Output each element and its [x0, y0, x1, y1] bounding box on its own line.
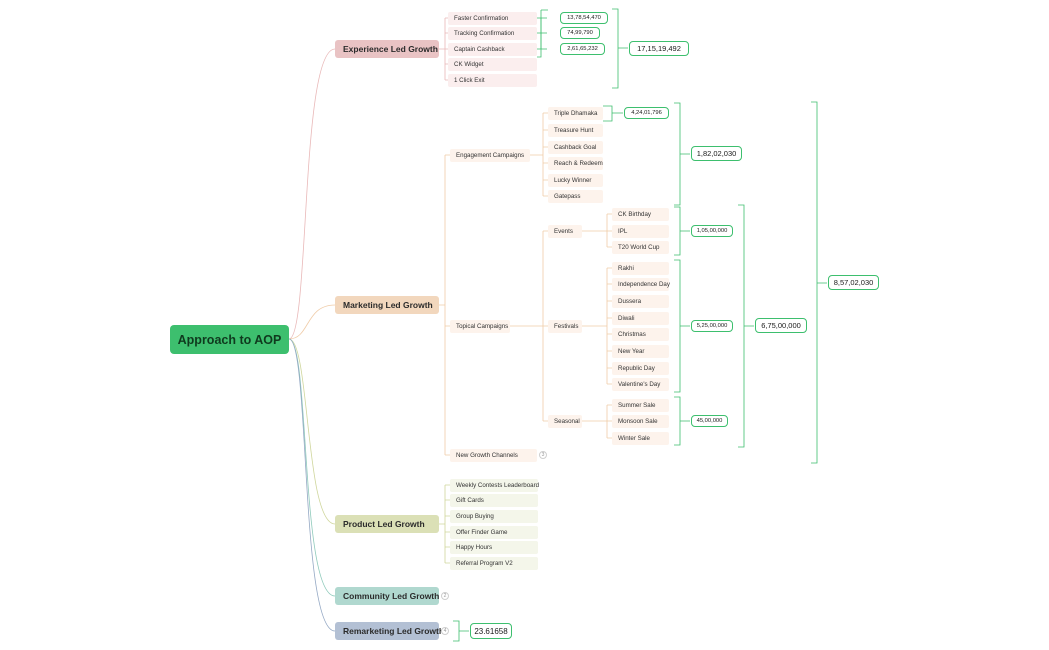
value-tracking-confirmation: 74,99,790 — [560, 27, 600, 39]
value-topical-total: 6,75,00,000 — [755, 318, 807, 333]
leaf-faster-confirmation[interactable]: Faster Confirmation — [448, 12, 537, 25]
leaf-group-buying[interactable]: Group Buying — [450, 510, 538, 523]
node-events[interactable]: Events — [548, 225, 582, 238]
value-festivals: 5,25,00,000 — [691, 320, 733, 332]
value-captain-cashback: 2,61,65,232 — [560, 43, 605, 55]
leaf-dussera[interactable]: Dussera — [612, 295, 669, 308]
leaf-t20-world-cup[interactable]: T20 World Cup — [612, 241, 669, 254]
root-node[interactable]: Approach to AOP — [170, 325, 289, 354]
category-remarketing-led-growth[interactable]: Remarketing Led Growth — [335, 622, 444, 640]
leaf-winter-sale[interactable]: Winter Sale — [612, 432, 669, 445]
leaf-offer-finder-game[interactable]: Offer Finder Game — [450, 526, 538, 539]
leaf-ck-birthday[interactable]: CK Birthday — [612, 208, 669, 221]
leaf-referral-program-v2[interactable]: Referral Program V2 — [450, 557, 538, 570]
category-marketing-led-growth[interactable]: Marketing Led Growth — [335, 296, 439, 314]
category-community-led-growth[interactable]: Community Led Growth — [335, 587, 439, 605]
leaf-weekly-contests-leaderboard[interactable]: Weekly Contests Leaderboard — [450, 479, 539, 492]
leaf-valentines-day[interactable]: Valentine's Day — [612, 378, 669, 391]
category-experience-led-growth[interactable]: Experience Led Growth — [335, 40, 439, 58]
leaf-christmas[interactable]: Christmas — [612, 328, 669, 341]
category-product-led-growth[interactable]: Product Led Growth — [335, 515, 439, 533]
leaf-tracking-confirmation[interactable]: Tracking Confirmation — [448, 27, 537, 40]
value-experience-total: 17,15,19,492 — [629, 41, 689, 56]
value-faster-confirmation: 13,78,54,470 — [560, 12, 608, 24]
node-festivals[interactable]: Festivals — [548, 320, 582, 333]
leaf-republic-day[interactable]: Republic Day — [612, 362, 669, 375]
leaf-treasure-hunt[interactable]: Treasure Hunt — [548, 124, 603, 137]
value-triple-dhamaka: 4,24,01,796 — [624, 107, 669, 119]
collapse-toggle-new-growth[interactable]: 3 — [539, 451, 547, 459]
value-engagement-total: 1,82,02,030 — [691, 146, 742, 161]
value-marketing-grand-total: 8,57,02,030 — [828, 275, 879, 290]
leaf-1-click-exit[interactable]: 1 Click Exit — [448, 74, 537, 87]
leaf-lucky-winner[interactable]: Lucky Winner — [548, 174, 603, 187]
leaf-triple-dhamaka[interactable]: Triple Dhamaka — [548, 107, 603, 120]
leaf-gatepass[interactable]: Gatepass — [548, 190, 603, 203]
leaf-reach-redeem[interactable]: Reach & Redeem — [548, 157, 603, 170]
leaf-gift-cards[interactable]: Gift Cards — [450, 494, 538, 507]
leaf-monsoon-sale[interactable]: Monsoon Sale — [612, 415, 669, 428]
value-seasonal: 45,00,000 — [691, 415, 728, 427]
leaf-summer-sale[interactable]: Summer Sale — [612, 399, 669, 412]
collapse-toggle-community[interactable]: 2 — [441, 592, 449, 600]
node-topical-campaigns[interactable]: Topical Campaigns — [450, 320, 510, 333]
node-seasonal[interactable]: Seasonal — [548, 415, 582, 428]
collapse-toggle-remarketing[interactable]: 4 — [441, 627, 449, 635]
leaf-independence-day[interactable]: Independence Day — [612, 278, 670, 291]
node-new-growth-channels[interactable]: New Growth Channels — [450, 449, 537, 462]
node-engagement-campaigns[interactable]: Engagement Campaigns — [450, 149, 530, 162]
leaf-new-year[interactable]: New Year — [612, 345, 669, 358]
leaf-captain-cashback[interactable]: Captain Cashback — [448, 43, 537, 56]
value-events: 1,05,00,000 — [691, 225, 733, 237]
leaf-cashback-goal[interactable]: Cashback Goal — [548, 141, 603, 154]
leaf-ipl[interactable]: IPL — [612, 225, 669, 238]
value-remarketing: 23.61658 — [470, 623, 512, 639]
leaf-rakhi[interactable]: Rakhi — [612, 262, 669, 275]
leaf-diwali[interactable]: Diwali — [612, 312, 669, 325]
leaf-ck-widget[interactable]: CK Widget — [448, 58, 537, 71]
leaf-happy-hours[interactable]: Happy Hours — [450, 541, 538, 554]
